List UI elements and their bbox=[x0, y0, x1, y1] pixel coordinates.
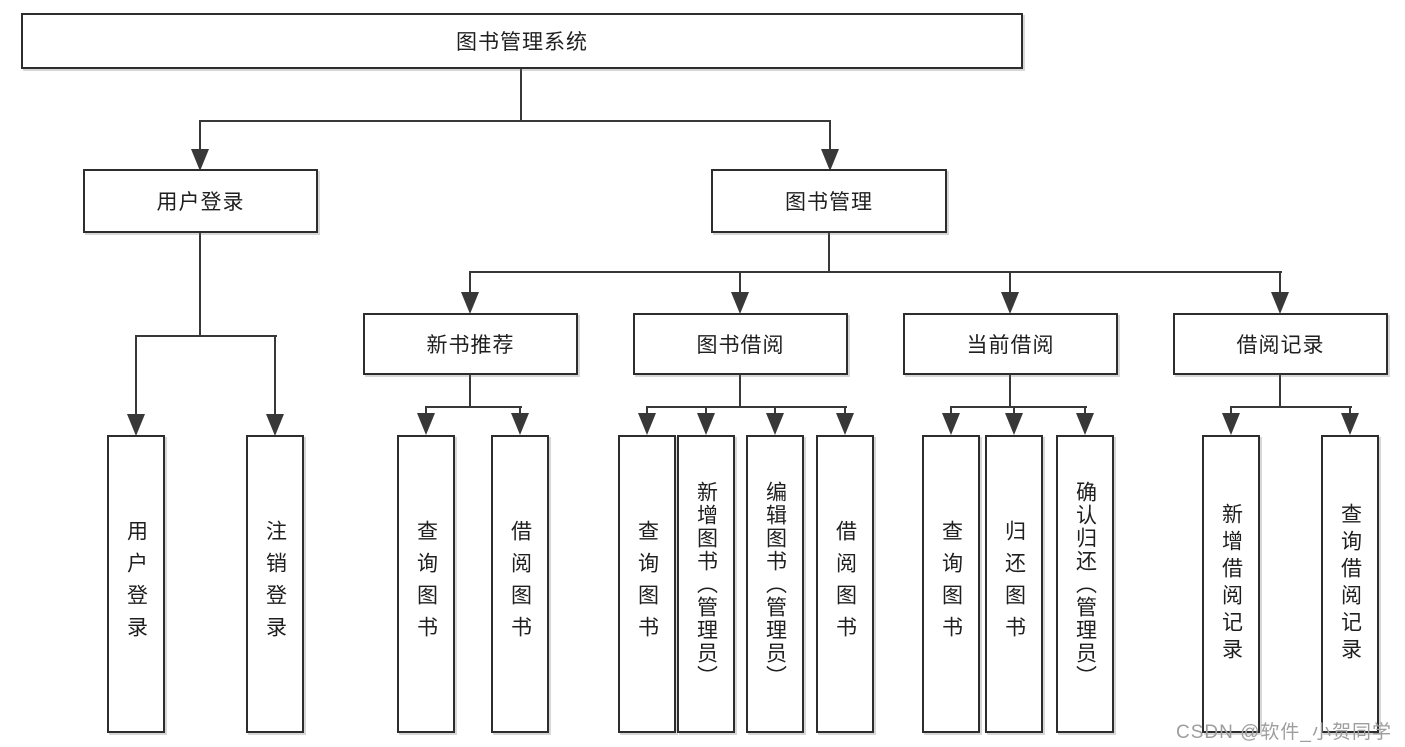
connector-line bbox=[705, 406, 707, 416]
node-label: 图书借阅 bbox=[696, 334, 785, 357]
node-leaf-query-books: 查询图书 bbox=[922, 435, 980, 733]
arrowhead-down-icon bbox=[127, 414, 145, 436]
arrowhead-down-icon bbox=[731, 292, 749, 314]
arrowhead-down-icon bbox=[1005, 413, 1023, 435]
node-book-management: 图书管理 bbox=[711, 169, 947, 233]
arrowhead-down-icon bbox=[191, 149, 209, 171]
node-label: 查询图书 bbox=[414, 520, 438, 648]
arrowhead-down-icon bbox=[1271, 292, 1289, 314]
arrowhead-down-icon bbox=[1222, 413, 1240, 435]
connector-line bbox=[425, 406, 522, 408]
node-leaf-user-login: 用户登录 bbox=[107, 435, 165, 733]
node-label: 新增图书（管理员） bbox=[694, 480, 718, 688]
connector-line bbox=[520, 69, 522, 122]
node-label: 图书管理系统 bbox=[456, 31, 588, 54]
connector-line bbox=[274, 335, 276, 417]
connector-line bbox=[1230, 406, 1352, 408]
node-current-borrowing: 当前借阅 bbox=[903, 313, 1118, 375]
connector-line bbox=[199, 120, 831, 122]
connector-line bbox=[135, 335, 137, 417]
node-label: 注销登录 bbox=[263, 520, 287, 648]
node-leaf-borrow-books: 借阅图书 bbox=[816, 435, 874, 733]
node-label: 查询图书 bbox=[939, 520, 963, 648]
connector-line bbox=[199, 233, 201, 337]
node-leaf-logout: 注销登录 bbox=[246, 435, 304, 733]
node-label: 借阅记录 bbox=[1236, 334, 1325, 357]
node-leaf-return-books: 归还图书 bbox=[985, 435, 1043, 733]
connector-line bbox=[739, 375, 741, 408]
connector-line bbox=[646, 406, 648, 416]
connector-line bbox=[1230, 406, 1232, 416]
arrowhead-down-icon bbox=[821, 149, 839, 171]
node-label: 查询借阅记录 bbox=[1338, 503, 1362, 665]
node-book-borrowing: 图书借阅 bbox=[633, 313, 848, 375]
node-leaf-query-books: 查询图书 bbox=[618, 435, 676, 733]
node-user-login: 用户登录 bbox=[83, 169, 318, 233]
connector-line bbox=[199, 120, 201, 152]
arrowhead-down-icon bbox=[638, 413, 656, 435]
node-borrowing-records: 借阅记录 bbox=[1173, 313, 1388, 375]
connector-line bbox=[1349, 406, 1351, 416]
connector-line bbox=[950, 406, 952, 416]
arrowhead-down-icon bbox=[417, 413, 435, 435]
connector-line bbox=[469, 271, 471, 295]
arrowhead-down-icon bbox=[511, 413, 529, 435]
connector-line bbox=[1013, 406, 1015, 416]
csdn-watermark: CSDN @软件_小贺同学 bbox=[1176, 722, 1392, 743]
arrowhead-down-icon bbox=[942, 413, 960, 435]
arrowhead-down-icon bbox=[1076, 413, 1094, 435]
node-label: 图书管理 bbox=[785, 191, 873, 214]
node-leaf-add-borrow-record: 新增借阅记录 bbox=[1202, 435, 1260, 733]
connector-line bbox=[739, 271, 741, 295]
connector-line bbox=[135, 335, 277, 337]
node-label: 借阅图书 bbox=[508, 520, 532, 648]
node-label: 确认归还（管理员） bbox=[1073, 480, 1097, 688]
node-leaf-query-books: 查询图书 bbox=[397, 435, 455, 733]
connector-line bbox=[829, 120, 831, 152]
connector-line bbox=[828, 233, 830, 273]
node-label: 借阅图书 bbox=[833, 520, 857, 648]
arrowhead-down-icon bbox=[836, 413, 854, 435]
connector-line bbox=[950, 406, 1087, 408]
node-label: 查询图书 bbox=[635, 520, 659, 648]
connector-line bbox=[774, 406, 776, 416]
connector-line bbox=[1279, 375, 1281, 408]
node-library-management-system: 图书管理系统 bbox=[21, 13, 1023, 69]
node-label: 编辑图书（管理员） bbox=[763, 480, 787, 688]
node-leaf-query-borrow-record: 查询借阅记录 bbox=[1321, 435, 1379, 733]
node-label: 新书推荐 bbox=[426, 334, 515, 357]
connector-line bbox=[844, 406, 846, 416]
arrowhead-down-icon bbox=[697, 413, 715, 435]
node-leaf-borrow-books: 借阅图书 bbox=[491, 435, 549, 733]
connector-line bbox=[1279, 271, 1281, 295]
node-label: 用户登录 bbox=[156, 191, 245, 214]
connector-line bbox=[1009, 375, 1011, 408]
arrowhead-down-icon bbox=[1341, 413, 1359, 435]
node-label: 新增借阅记录 bbox=[1219, 503, 1243, 665]
node-label: 用户登录 bbox=[124, 520, 148, 648]
node-label: 归还图书 bbox=[1002, 520, 1026, 648]
node-new-book-recommendation: 新书推荐 bbox=[363, 313, 578, 375]
node-label: 当前借阅 bbox=[966, 334, 1055, 357]
connector-line bbox=[1084, 406, 1086, 416]
node-leaf-confirm-return-admin: 确认归还（管理员） bbox=[1056, 435, 1114, 733]
arrowhead-down-icon bbox=[266, 414, 284, 436]
connector-line bbox=[519, 406, 521, 416]
connector-line bbox=[1009, 271, 1011, 295]
connector-line bbox=[469, 375, 471, 408]
node-leaf-add-books-admin: 新增图书（管理员） bbox=[677, 435, 735, 733]
connector-line bbox=[425, 406, 427, 416]
connector-line bbox=[469, 271, 1282, 273]
arrowhead-down-icon bbox=[1001, 292, 1019, 314]
arrowhead-down-icon bbox=[766, 413, 784, 435]
connector-line bbox=[646, 406, 847, 408]
arrowhead-down-icon bbox=[461, 292, 479, 314]
node-leaf-edit-books-admin: 编辑图书（管理员） bbox=[746, 435, 804, 733]
